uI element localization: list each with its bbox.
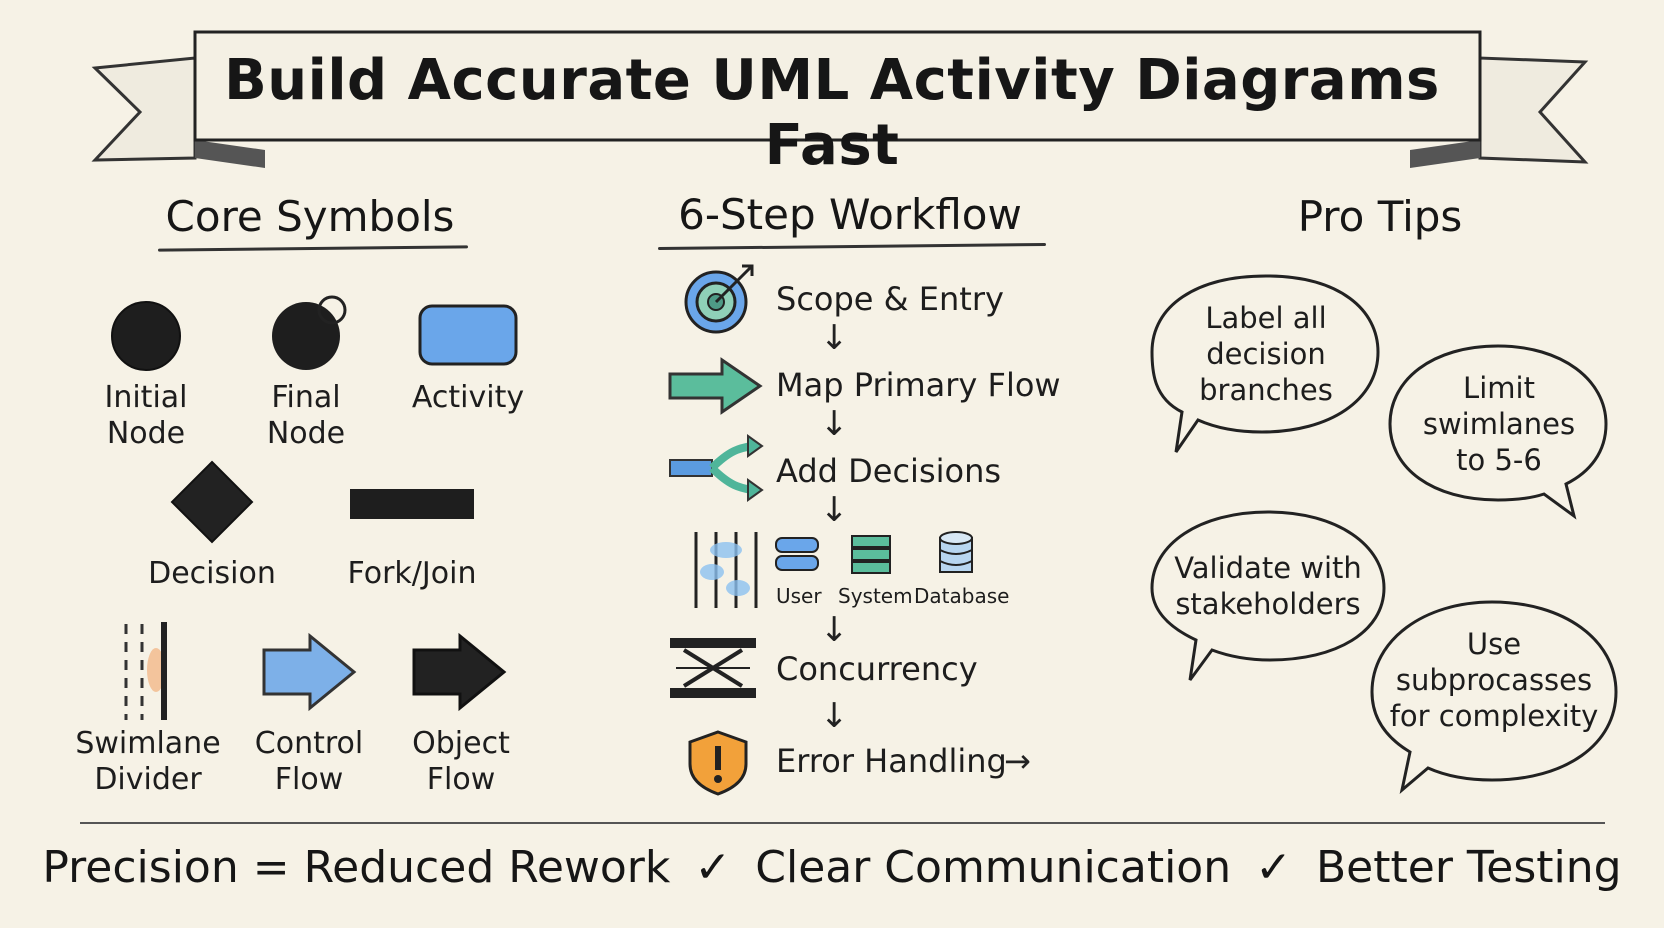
step-label-error-handling: Error Handling [776,742,1007,780]
symbol-label-decision: Decision [148,556,276,591]
step-label-map-primary-flow: Map Primary Flow [776,366,1061,404]
symbol-label-swimlane-divider: Swimlane Divider [75,726,221,797]
branch-icon [669,434,764,502]
lane-label-system: System [838,584,913,608]
fork-join-icon [350,489,474,519]
tip-text-limit-swimlanes: Limit swimlanes to 5-6 [1422,371,1576,477]
activity-icon [418,304,518,366]
arrow-down-icon: ↓ [820,696,849,736]
check-icon: ✓ [1255,842,1292,893]
arrow-down-icon: ↓ [820,318,849,358]
lane-label-database: Database [914,584,1010,608]
object-flow-icon [412,632,507,712]
footer-tagline: Precision = Reduced Rework ✓ Clear Commu… [0,842,1664,893]
speech-bubble-icon [1150,274,1380,453]
right-arrow-icon [668,357,763,415]
step-label-add-decisions: Add Decisions [776,452,1002,490]
final-node-icon [272,295,347,370]
target-icon [684,264,754,334]
symbol-label-initial-node: Initial Node [104,380,188,451]
speech-bubble-icon [1150,510,1386,681]
initial-node-icon [111,301,181,371]
step-label-concurrency: Concurrency [776,650,978,688]
symbol-label-final-node: Final Node [266,380,346,451]
symbol-label-fork-join: Fork/Join [347,556,477,591]
arrow-down-icon: ↓ [820,490,849,530]
section-title-tips: Pro Tips [1297,192,1463,241]
arrow-down-icon: ↓ [820,404,849,444]
swimlane-icon [694,532,758,608]
user-icon [775,537,819,571]
speech-bubble-icon [1388,344,1608,520]
tip-text-validate-stakeholders: Validate with stakeholders [1174,551,1362,621]
warning-shield-icon [688,730,748,796]
concurrency-icon [670,638,756,698]
footer-part-1: Precision = Reduced Rework [42,842,671,893]
tip-text-label-branches: Label all decision branches [1199,301,1333,407]
control-flow-icon [262,632,357,712]
check-icon: ✓ [694,842,732,893]
footer-part-3: Better Testing [1315,842,1622,893]
footer-part-2: Clear Communication [755,842,1232,893]
page-title: Build Accurate UML Activity Diagrams Fas… [224,48,1440,178]
lane-label-user: User [776,584,822,608]
arrow-down-icon: ↓ [820,610,849,650]
tip-text-use-subprocesses: Use subprocasses for complexity [1389,627,1599,733]
footer-divider [80,822,1605,824]
step-label-scope-entry: Scope & Entry [776,280,1004,318]
swimlane-divider-icon [124,622,167,720]
server-icon [851,535,891,574]
speech-bubble-icon [1370,600,1618,794]
symbol-label-object-flow: Object Flow [412,726,510,797]
symbol-label-control-flow: Control Flow [254,726,364,797]
section-title-symbols: Core Symbols [165,192,455,241]
symbol-label-activity: Activity [411,380,525,415]
arrow-right-icon: → [1004,742,1031,780]
database-icon [939,531,973,573]
section-title-workflow: 6-Step Workflow [678,190,1022,239]
decision-icon [170,460,254,544]
